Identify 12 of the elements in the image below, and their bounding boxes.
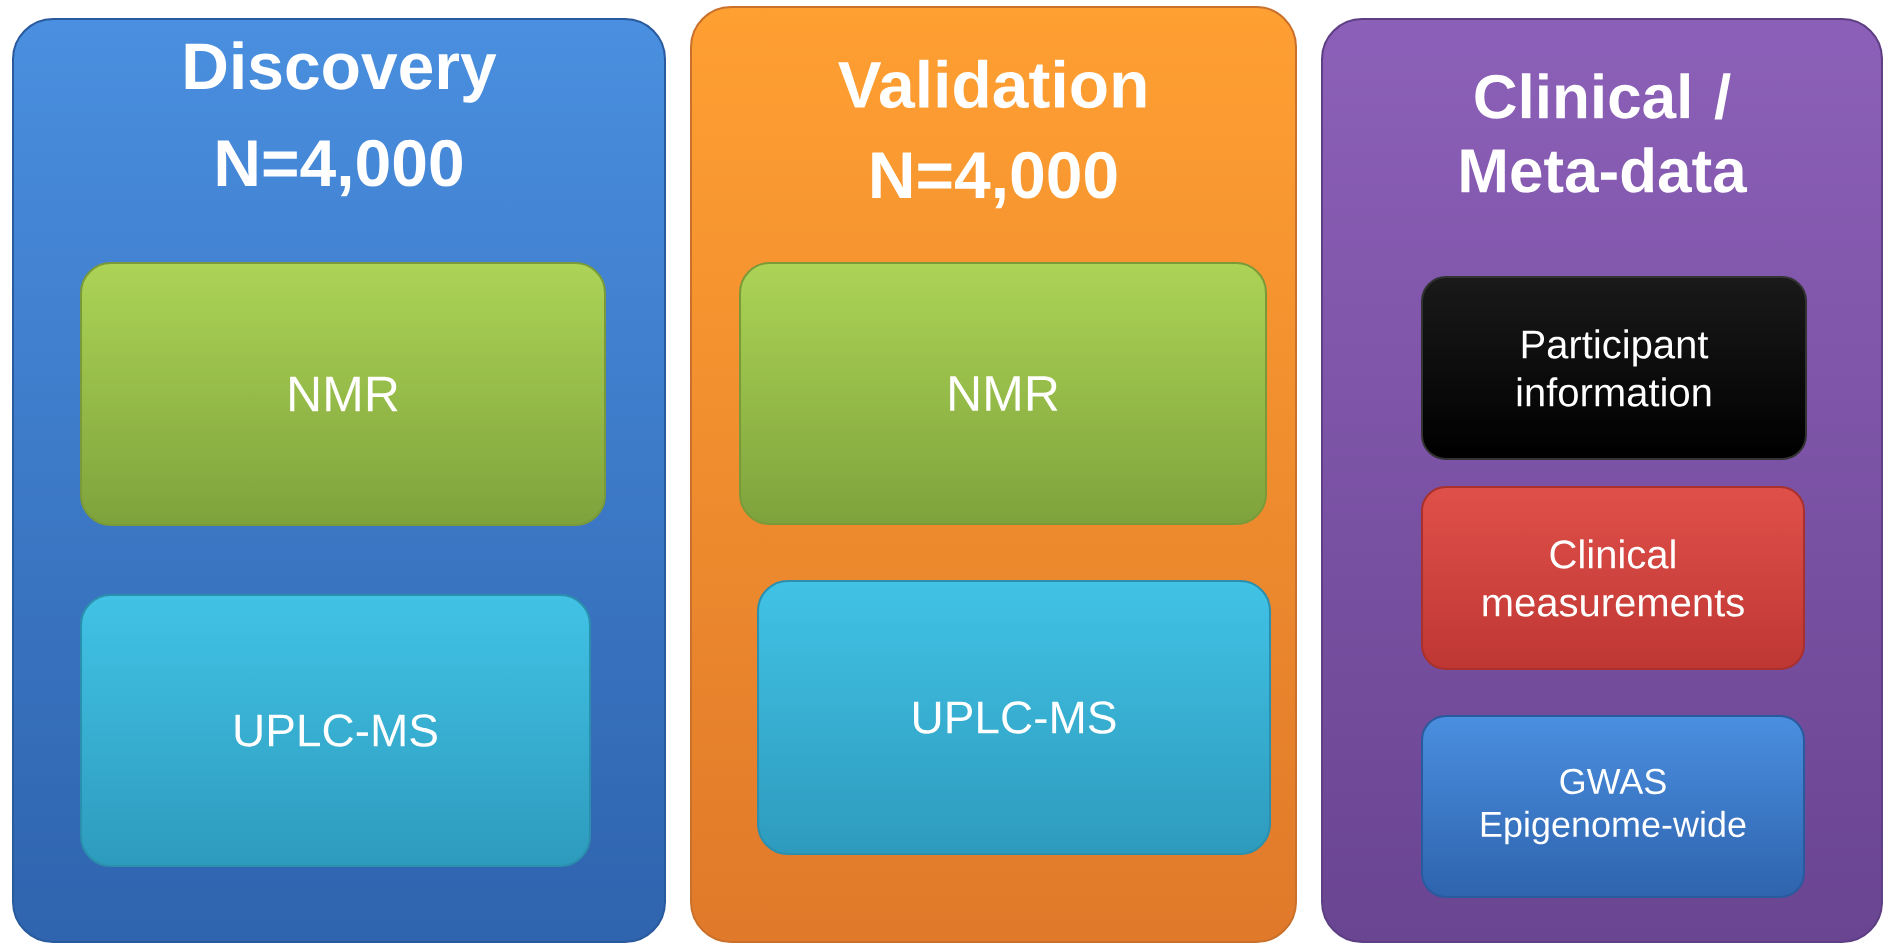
text-box: GWAS Epigenome-wide [1421, 715, 1805, 898]
panel-heading: Clinical / Meta-data [1461, 73, 1748, 193]
text-box: Participant information [1421, 276, 1807, 460]
panel-heading: Validation [838, 59, 1146, 109]
panel-heading: N=4,000 [872, 151, 1117, 209]
text-box: UPLC-MS [757, 580, 1271, 855]
text-box: NMR [739, 262, 1267, 525]
text-box: UPLC-MS [80, 594, 591, 867]
text-box: Clinical measurements [1421, 486, 1805, 670]
panel-heading: N=4,000 [217, 139, 462, 197]
panel-heading: Discovery [185, 41, 497, 103]
text-box: NMR [80, 262, 606, 526]
